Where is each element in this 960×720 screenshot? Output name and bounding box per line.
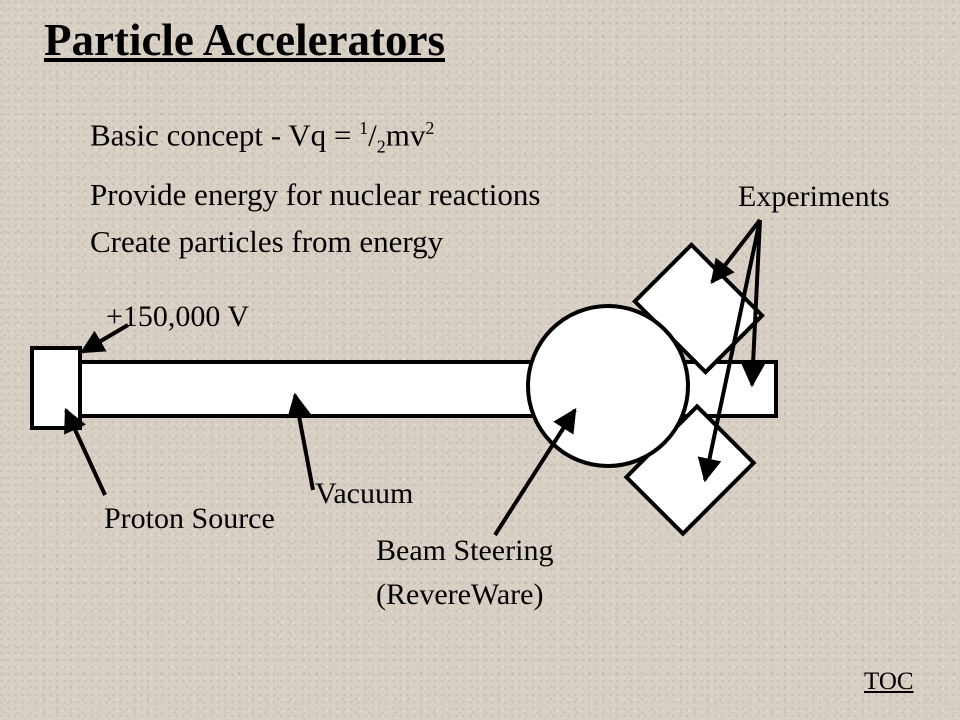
experiment-arrow-1 (710, 218, 762, 284)
beam-steering-arrow (493, 407, 577, 537)
bullet-energy: Provide energy for nuclear reactions (90, 176, 541, 212)
voltage-arrow (79, 323, 130, 354)
proton-source-label: Proton Source (104, 502, 275, 535)
toc-link[interactable]: TOC (864, 668, 914, 695)
bullet-list: Basic concept - Vq = 1/2mv2 Provide ener… (90, 105, 540, 265)
revereware-label: (RevereWare) (376, 578, 544, 611)
experiment-arrow-2 (741, 219, 766, 388)
slide-title: Particle Accelerators (44, 15, 446, 65)
bullet-basic-concept: Basic concept - Vq = 1/2mv2 (90, 117, 435, 157)
vacuum-label: Vacuum (315, 477, 414, 510)
vacuum-arrow (287, 392, 315, 491)
experiment-arrow-3 (697, 219, 762, 483)
voltage-label: +150,000 V (106, 300, 250, 333)
experiments-label: Experiments (738, 180, 890, 213)
bullet-create: Create particles from energy (90, 223, 444, 259)
beam-steering-label: Beam Steering (376, 534, 554, 567)
steering-magnet (526, 304, 690, 468)
proton-source-arrow (64, 407, 107, 496)
proton-source-box (30, 346, 82, 430)
